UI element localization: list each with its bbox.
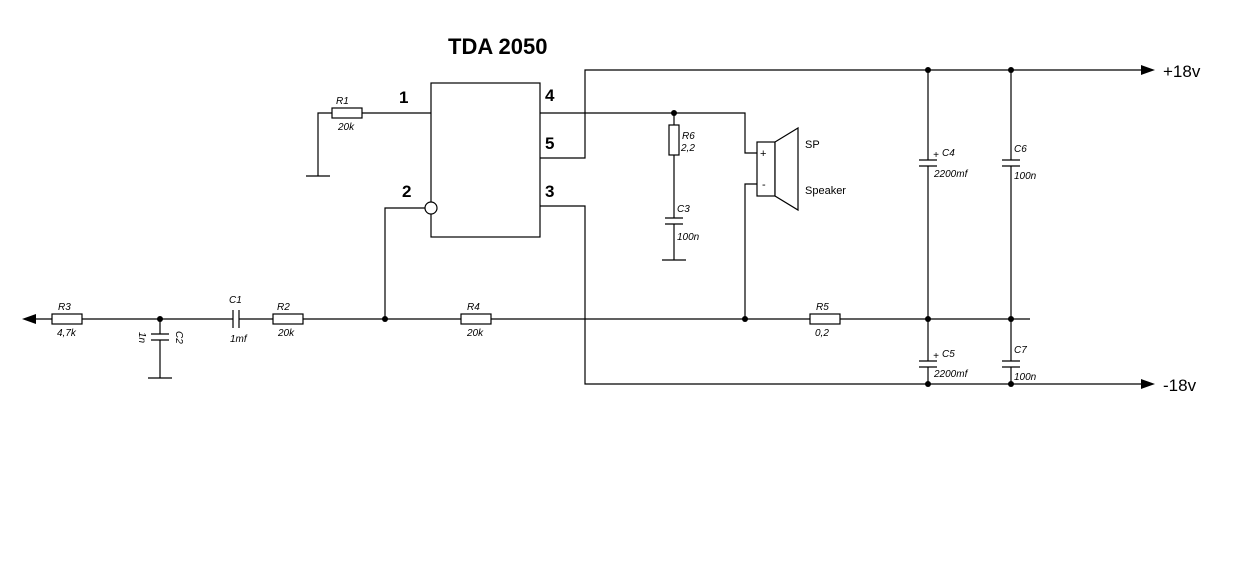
capacitor-c7: C7 100n <box>1002 319 1037 384</box>
resistor-r3: R3 4,7k <box>51 302 83 339</box>
input-arrow <box>22 314 52 324</box>
wire-pin2-to-node <box>384 207 425 319</box>
ic-pin-4: 4 <box>545 86 555 105</box>
speaker-ref: SP <box>805 139 820 151</box>
r5-ref: R5 <box>816 302 829 313</box>
c5-ref: C5 <box>942 349 955 360</box>
c7-ref: C7 <box>1014 345 1027 356</box>
r2-value: 20k <box>277 328 295 339</box>
ic-pin-5: 5 <box>545 134 554 153</box>
c3-ref: C3 <box>677 204 690 215</box>
capacitor-c3: C3 100n <box>662 155 700 261</box>
ic-pin-1: 1 <box>399 88 408 107</box>
c4-value: 2200mf <box>933 169 969 180</box>
ic-pin-3: 3 <box>545 182 554 201</box>
r4-ref: R4 <box>467 302 480 313</box>
c7-value: 100n <box>1014 372 1037 383</box>
speaker-plus: + <box>760 148 766 160</box>
resistor-r4: R4 20k <box>460 302 492 339</box>
resistor-r1: R1 20k <box>306 96 431 177</box>
capacitor-c4: + C4 2200mf <box>919 70 969 319</box>
c6-value: 100n <box>1014 171 1037 182</box>
c5-plus: + <box>933 351 939 362</box>
r6-value: 2,2 <box>680 143 695 154</box>
r4-value: 20k <box>466 328 484 339</box>
diagram-title: TDA 2050 <box>448 34 547 59</box>
rail-negative-label: -18v <box>1163 376 1197 395</box>
ic-tda2050: 1 2 3 4 5 <box>399 82 555 238</box>
speaker-name: Speaker <box>805 185 846 197</box>
c1-ref: C1 <box>229 295 242 306</box>
c1-value: 1mf <box>230 334 248 345</box>
c4-plus: + <box>933 150 939 161</box>
speaker-minus: - <box>762 179 766 191</box>
r2-ref: R2 <box>277 302 290 313</box>
c2-value: 1n <box>136 332 147 344</box>
r3-ref: R3 <box>58 302 71 313</box>
rail-negative: -18v <box>540 205 1197 395</box>
c2-ref: C2 <box>173 331 184 344</box>
c5-value: 2200mf <box>933 369 969 380</box>
wire-pin4-output <box>540 112 757 154</box>
r1-ref: R1 <box>336 96 349 107</box>
capacitor-c6: C6 100n <box>1002 70 1037 319</box>
c3-value: 100n <box>677 232 700 243</box>
c6-ref: C6 <box>1014 144 1027 155</box>
capacitor-c5: + C5 2200mf <box>919 319 969 384</box>
resistor-r6: R6 2,2 <box>668 113 695 156</box>
r3-value: 4,7k <box>57 328 77 339</box>
r5-value: 0,2 <box>815 328 829 339</box>
capacitor-c2: C2 1n <box>136 319 184 379</box>
capacitor-c1: C1 1mf <box>229 295 273 345</box>
rail-positive-label: +18v <box>1163 62 1201 81</box>
junction-pin2-node <box>382 316 388 322</box>
ic-pin-2: 2 <box>402 182 411 201</box>
r1-value: 20k <box>337 122 355 133</box>
rail-positive: +18v <box>540 62 1201 159</box>
resistor-r5: R5 0,2 <box>809 302 841 339</box>
resistor-r2: R2 20k <box>272 302 304 339</box>
speaker-sp: + - SP Speaker <box>744 126 846 319</box>
r6-ref: R6 <box>682 131 695 142</box>
c4-ref: C4 <box>942 148 955 159</box>
inverting-input-bubble <box>424 201 438 215</box>
